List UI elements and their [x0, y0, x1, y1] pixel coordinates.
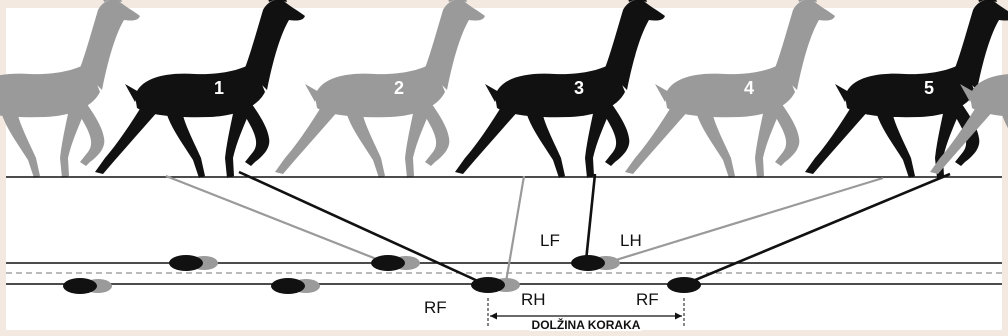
- footprint-pair: [371, 255, 420, 271]
- deer-number-label: 2: [394, 78, 404, 98]
- deer-number-label: 1: [214, 78, 224, 98]
- deer-number-label: 4: [744, 78, 754, 98]
- deer-number-label: 5: [924, 78, 934, 98]
- label-lh: LH: [620, 231, 642, 250]
- deer-number-label: 3: [574, 78, 584, 98]
- label-rf-right: RF: [636, 290, 659, 309]
- footprint-pair: [271, 278, 320, 294]
- footprint-rf-rh: [471, 277, 520, 293]
- label-rf-left: RF: [424, 298, 447, 317]
- footprint-pair: [63, 278, 112, 294]
- footprint-rf-next: [667, 277, 701, 293]
- label-rh: RH: [521, 290, 546, 309]
- footprint-pair: [169, 255, 218, 271]
- footprint-lf-lh: [571, 255, 620, 271]
- label-lf: LF: [540, 231, 560, 250]
- stride-length-label: DOLŽINA KORAKA: [532, 317, 641, 332]
